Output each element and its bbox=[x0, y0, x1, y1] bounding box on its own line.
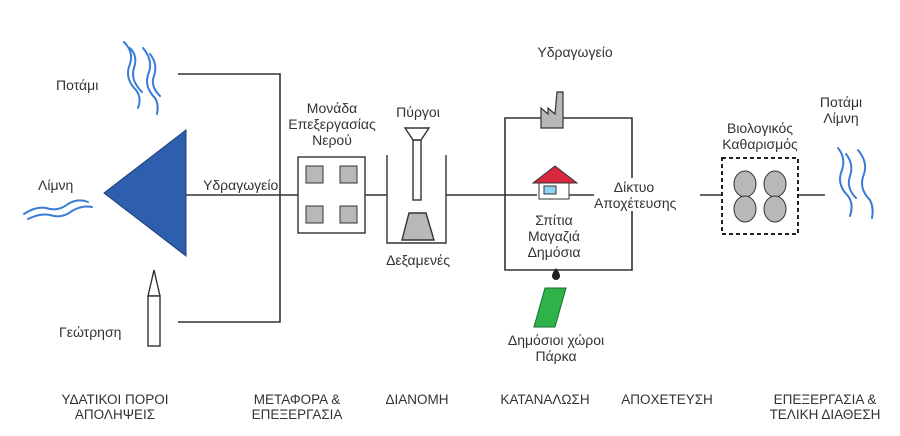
river-line bbox=[178, 73, 281, 323]
stage-transport-line2: ΕΠΕΞΕΡΓΑΣΙΑ bbox=[251, 407, 343, 422]
stage-sources: ΥΔΑΤΙΚΟΙ ΠΟΡΟΙ ΑΠΟΛΗΨΕΙΣ bbox=[40, 392, 190, 422]
buildings-line1: Σπίτια bbox=[535, 212, 573, 228]
treatment-unit-line3: Νερού bbox=[312, 132, 352, 148]
treatment-unit-line2: Επεξεργασίας bbox=[288, 116, 376, 132]
aqueduct-label: Υδραγωγείο bbox=[203, 177, 279, 193]
stage-consumption: ΚΑΤΑΝΑΛΩΣΗ bbox=[500, 392, 590, 407]
biological-treatment-icon bbox=[721, 157, 799, 235]
consumption-frame bbox=[504, 117, 633, 195]
towers-label: Πύργοι bbox=[396, 104, 440, 120]
stage-distribution: ΔΙΑΝΟΜΗ bbox=[385, 392, 449, 407]
stage-sewerage: ΑΠΟΧΕΤΕΥΣΗ bbox=[621, 392, 713, 407]
factory-icon bbox=[540, 91, 564, 129]
connector-lines bbox=[178, 73, 825, 323]
consumption-frame-bottom bbox=[504, 195, 633, 271]
stage-final-line1: ΕΠΕΞΕΡΓΑΣΙΑ & bbox=[773, 392, 877, 407]
river-wave-icon bbox=[123, 41, 161, 115]
stage-transport: ΜΕΤΑΦΟΡΑ & ΕΠΕΞΕΡΓΑΣΙΑ bbox=[232, 392, 362, 422]
industry-label: Υδραγωγείο bbox=[537, 44, 613, 60]
house-icon bbox=[531, 165, 579, 200]
stage-final-line2: ΤΕΛΙΚΗ ΔΙΑΘΕΣΗ bbox=[769, 407, 881, 422]
stage-transport-line1: ΜΕΤΑΦΟΡΑ & bbox=[253, 392, 341, 407]
bio-line2: Καθαρισμός bbox=[722, 136, 798, 152]
bio-treatment-label: Βιολογικός Καθαρισμός bbox=[710, 120, 810, 152]
stage-final-treatment: ΕΠΕΞΕΡΓΑΣΙΑ & ΤΕΛΙΚΗ ΔΙΑΘΕΣΗ bbox=[760, 392, 890, 422]
water-tower-icon bbox=[386, 127, 447, 244]
treatment-unit-icon bbox=[297, 156, 366, 234]
treatment-unit-label: Μονάδα Επεξεργασίας Νερού bbox=[284, 100, 380, 148]
water-drop-icon bbox=[552, 268, 560, 280]
lake-wave-icon bbox=[23, 199, 93, 220]
stage-sources-line1: ΥΔΑΤΙΚΟΙ ΠΟΡΟΙ bbox=[61, 392, 169, 407]
sewer-network-label: Δίκτυο Αποχέτευσης bbox=[594, 179, 677, 211]
buildings-line3: Δημόσια bbox=[527, 244, 581, 260]
buildings-label: Σπίτια Μαγαζιά Δημόσια bbox=[512, 212, 596, 260]
outflow-label: Ποτάμι Λίμνη bbox=[806, 94, 876, 126]
parks-line2: Πάρκα bbox=[535, 348, 577, 364]
treatment-unit-line1: Μονάδα bbox=[306, 100, 358, 116]
river-label: Ποτάμι bbox=[56, 77, 99, 93]
lake-label: Λίμνη bbox=[38, 177, 74, 193]
lake-reservoir-triangle bbox=[103, 128, 187, 258]
park-icon bbox=[533, 287, 567, 328]
buildings-line2: Μαγαζιά bbox=[528, 228, 580, 244]
sewer-line2: Αποχέτευσης bbox=[594, 195, 677, 211]
outflow-line1: Ποτάμι bbox=[819, 94, 863, 110]
parks-label: Δημόσιοι χώροι Πάρκα bbox=[494, 332, 618, 364]
borehole-label: Γεώτρηση bbox=[59, 324, 122, 340]
borehole-icon bbox=[147, 269, 161, 347]
reservoirs-label: Δεξαμενές bbox=[386, 252, 450, 268]
outflow-line2: Λίμνη bbox=[823, 110, 859, 126]
parks-line1: Δημόσιοι χώροι bbox=[507, 332, 605, 348]
outflow-wave-icon bbox=[837, 147, 874, 219]
sewer-line1: Δίκτυο bbox=[613, 179, 655, 195]
bio-line1: Βιολογικός bbox=[726, 120, 793, 136]
stage-sources-line2: ΑΠΟΛΗΨΕΙΣ bbox=[74, 407, 156, 422]
